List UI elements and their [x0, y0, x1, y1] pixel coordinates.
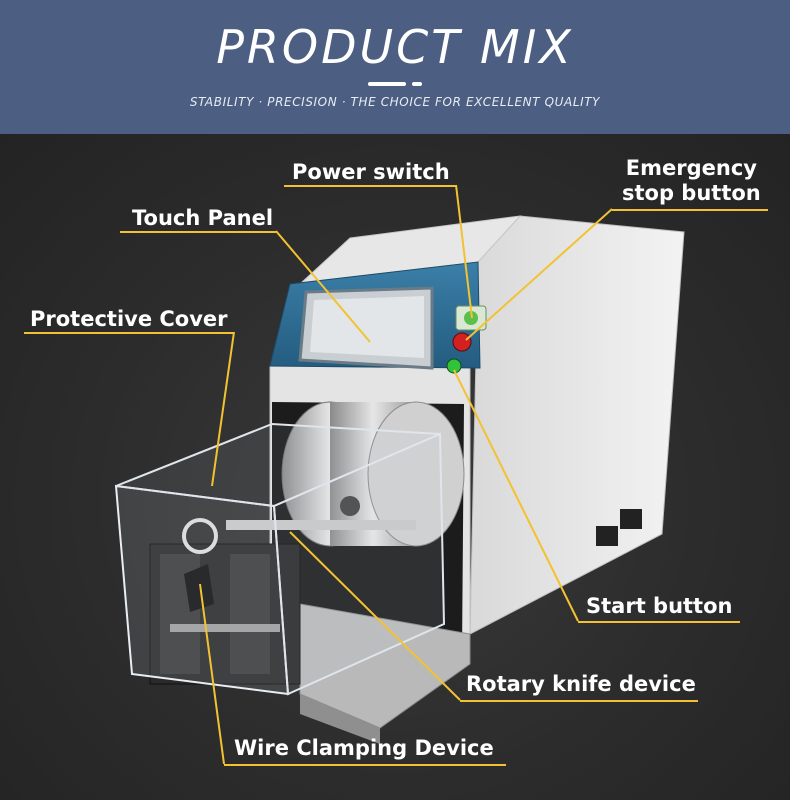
title-divider-right	[412, 82, 422, 86]
label-emergency-stop: Emergency stop button	[622, 156, 761, 206]
product-stage: Power switch Emergency stop button Touch…	[0, 134, 790, 800]
start-button-knob	[446, 358, 462, 374]
label-emergency-line1: Emergency	[625, 156, 757, 180]
touch-screen	[298, 286, 434, 370]
protective-cover-leader	[211, 331, 235, 487]
underline-start-button	[578, 621, 740, 623]
underline-power-switch	[284, 185, 456, 187]
rotary-knife-leader	[289, 531, 461, 701]
power-switch-leader	[455, 184, 473, 319]
emergency-leader	[465, 208, 613, 341]
label-emergency-line2: stop button	[622, 181, 761, 205]
label-wire-clamping: Wire Clamping Device	[234, 736, 494, 760]
title-divider-left	[368, 82, 406, 86]
page-subtitle: STABILITY · PRECISION · THE CHOICE FOR E…	[189, 95, 601, 109]
label-touch-panel: Touch Panel	[132, 206, 274, 230]
label-start-button: Start button	[586, 594, 733, 618]
label-protective-cover: Protective Cover	[30, 307, 228, 331]
touch-panel-leader	[275, 230, 371, 343]
underline-protective-cover	[24, 332, 234, 334]
emergency-stop-knob	[452, 332, 472, 352]
label-power-switch: Power switch	[292, 160, 450, 184]
rotary-drum	[226, 401, 465, 547]
underline-rotary-knife	[460, 700, 698, 702]
start-button-leader	[453, 369, 579, 622]
protective-cover	[114, 422, 446, 696]
underline-touch-panel	[120, 231, 276, 233]
underline-wire-clamping	[224, 764, 506, 766]
clamp-mechanism	[149, 518, 301, 685]
callout-lines	[199, 184, 613, 765]
label-rotary-knife: Rotary knife device	[466, 672, 696, 696]
machine-illustration	[114, 184, 685, 765]
underline-emergency-stop	[612, 209, 768, 211]
header-banner: PRODUCT MIX STABILITY · PRECISION · THE …	[0, 0, 790, 134]
wire-clamping-leader	[199, 583, 225, 765]
page-title: PRODUCT MIX	[216, 20, 574, 74]
